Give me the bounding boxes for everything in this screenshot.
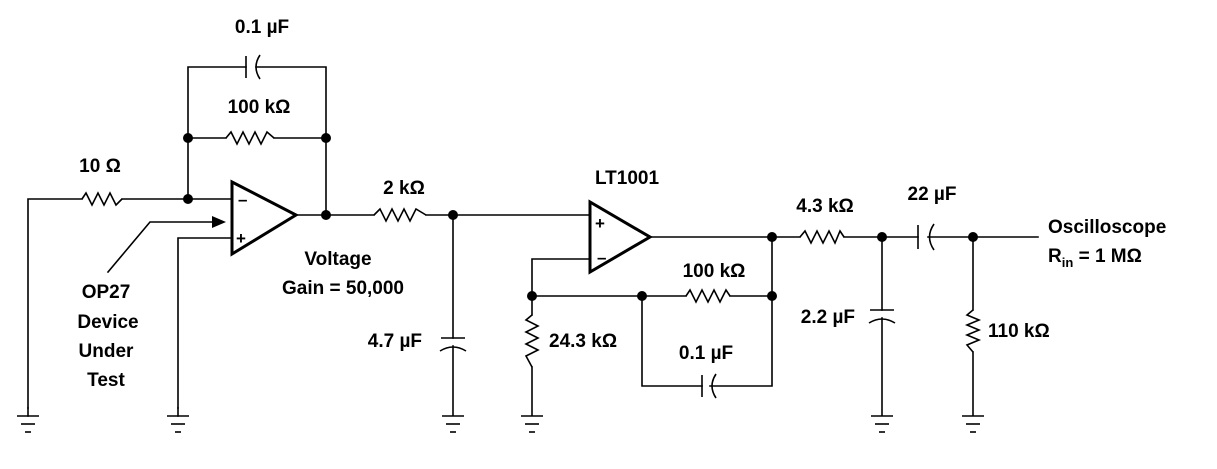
resistor-100k-feedback-2 [685, 288, 731, 304]
junction-dot [877, 232, 887, 242]
label-c-coupling: 22 µF [908, 184, 957, 205]
junction-dot [767, 232, 777, 242]
lt1001-plus-sign: + [595, 214, 605, 233]
wire-op1-cap-right [255, 66, 327, 216]
capacitor-0-1uf-1 [245, 54, 261, 80]
wire-op2-cap-right [709, 236, 773, 387]
wire-input-ground [27, 198, 83, 409]
label-r-in: 10 Ω [79, 156, 121, 177]
label-c-fb2: 0.1 µF [679, 343, 733, 364]
junction-dot [448, 210, 458, 220]
label-r-out: 4.3 kΩ [796, 196, 854, 217]
resistor-100k-feedback-1 [225, 130, 275, 146]
wire-op1-fb-left [187, 66, 247, 200]
label-dut-line4: Test [87, 370, 125, 391]
wire-op2-cap-left [641, 295, 703, 387]
resistor-4-3k [799, 229, 845, 245]
resistors [81, 130, 982, 368]
ground-symbol-2 [167, 407, 189, 433]
junction-dot [183, 194, 193, 204]
opamp-lt1001: + – [588, 199, 653, 275]
ground-symbol-1 [17, 407, 39, 433]
ground-symbol-5 [871, 415, 893, 433]
opamp-op27: – + [230, 179, 300, 257]
label-scope-rin-sub: in [1062, 255, 1074, 270]
label-scope-line1: Oscilloscope [1048, 217, 1166, 238]
capacitors [245, 54, 935, 399]
label-r-fb1: 100 kΩ [228, 97, 291, 118]
annotation-labels: Voltage Gain = 50,000 OP27 Device Under … [77, 217, 1166, 391]
label-gain-line2: Gain = 50,000 [282, 278, 404, 299]
op27-minus-sign: – [238, 190, 247, 209]
junction-dot [321, 133, 331, 143]
grounds [17, 407, 984, 433]
label-c-fb1: 0.1 µF [235, 17, 289, 38]
label-scope-rin-main: R [1048, 246, 1062, 267]
junction-dot [767, 291, 777, 301]
label-dut-line3: Under [79, 341, 135, 362]
resistor-2k [373, 207, 427, 223]
label-r-fb2: 100 kΩ [683, 261, 746, 282]
lt1001-minus-sign: – [597, 248, 606, 267]
label-dut-line1: OP27 [82, 282, 131, 303]
junction-dot [527, 291, 537, 301]
ground-symbol-4 [521, 415, 543, 433]
label-scope-rin: Rin = 1 MΩ [1048, 246, 1142, 270]
label-opamp2: LT1001 [595, 168, 660, 189]
junction-dot [183, 133, 193, 143]
label-r-gnd2: 24.3 kΩ [549, 331, 617, 352]
label-c-filter1: 4.7 µF [368, 331, 422, 352]
junction-dot [968, 232, 978, 242]
resistor-10-ohm [81, 191, 123, 207]
label-c-filter2: 2.2 µF [801, 307, 855, 328]
label-r-load: 110 kΩ [988, 321, 1050, 342]
label-r-mid: 2 kΩ [383, 178, 425, 199]
capacitor-4-7uf [439, 337, 467, 352]
resistor-110k [964, 309, 982, 353]
ground-symbol-6 [962, 415, 984, 433]
resistor-24-3k [524, 314, 540, 368]
junction-dot [321, 210, 331, 220]
capacitor-0-1uf-2 [701, 373, 717, 399]
dut-pointer-arrow [106, 216, 226, 274]
wire-op2-minus [531, 258, 591, 316]
ground-symbol-3 [442, 415, 464, 433]
capacitor-2-2uf [868, 309, 896, 324]
op27-plus-sign: + [236, 229, 246, 248]
capacitor-22uf [917, 223, 935, 251]
wire-op1-plus-ground [177, 237, 233, 409]
junction-dot [637, 291, 647, 301]
label-dut-line2: Device [77, 312, 138, 333]
label-scope-rin-value: = 1 MΩ [1073, 246, 1142, 267]
component-labels: 0.1 µF 100 kΩ 10 Ω 2 kΩ 4.7 µF LT1001 10… [79, 17, 1050, 364]
junctions [183, 133, 978, 301]
label-gain-line1: Voltage [304, 249, 371, 270]
wires [27, 66, 1039, 416]
